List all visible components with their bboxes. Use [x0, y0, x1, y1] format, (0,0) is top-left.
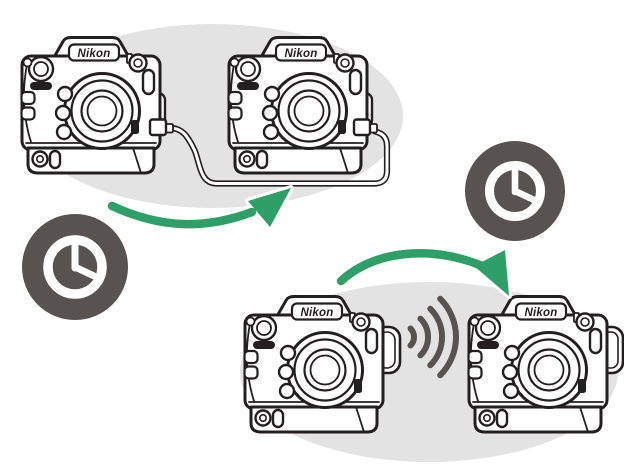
cable-connector-left [148, 118, 168, 137]
arrowhead [471, 247, 512, 299]
clock-hands [71, 240, 98, 280]
green-arrow-icon-wired [104, 185, 294, 232]
cable-connector-right [352, 118, 372, 137]
camera-left-wired [20, 36, 162, 175]
green-arrow-icon-wireless [333, 245, 512, 299]
camera-right-wired [227, 36, 369, 175]
clock-icon-wireless [465, 141, 565, 241]
usb-cable [148, 118, 391, 187]
wireless-signal-icon [407, 295, 460, 379]
arrowhead [245, 185, 294, 230]
clock-hands [511, 165, 537, 203]
camera-left-wireless [243, 295, 385, 434]
clock-icon-wired [22, 214, 128, 320]
camera-right-wireless [467, 295, 609, 434]
